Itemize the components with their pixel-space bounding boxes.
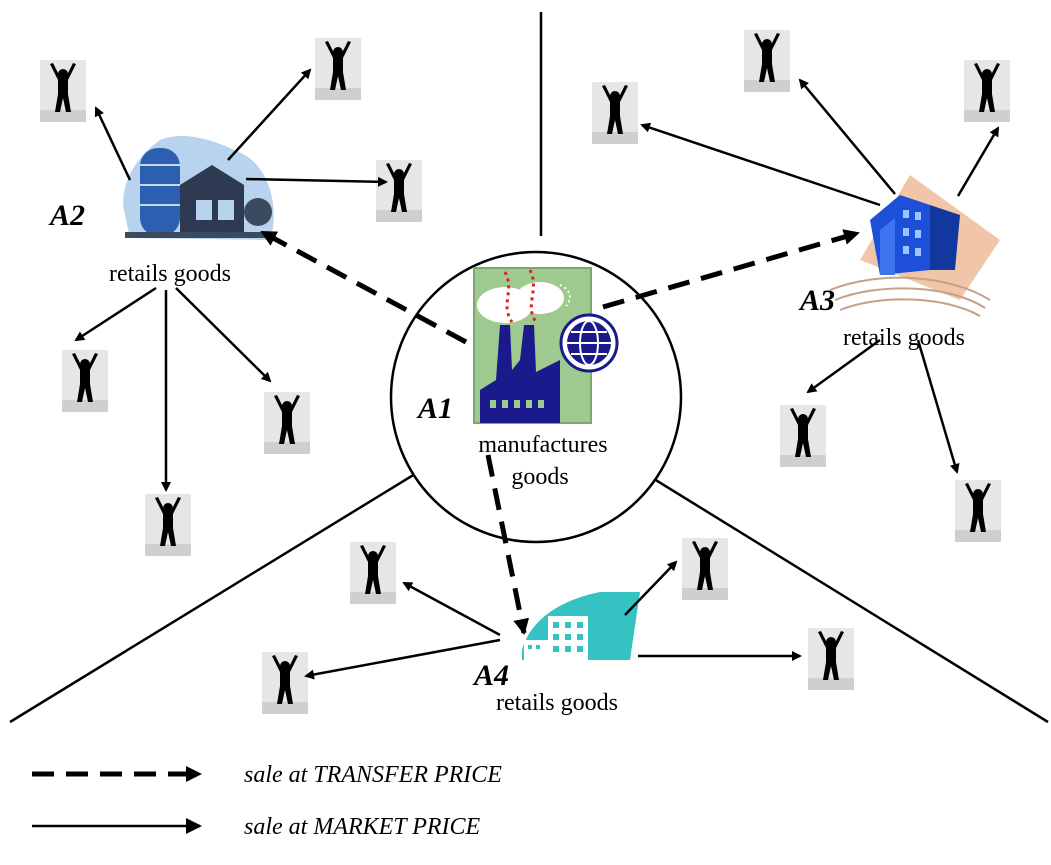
market-arrow-a2 — [175, 287, 272, 383]
farm-barn-icon — [123, 135, 274, 240]
a1-caption-line2: goods — [511, 464, 568, 490]
customer-person-icon — [376, 160, 422, 222]
customer-person-icon — [592, 82, 638, 144]
transfer-arrow-a1-a2 — [260, 229, 468, 345]
a4-caption: retails goods — [496, 690, 618, 716]
customer-person-icon — [40, 60, 86, 122]
market-arrow-a2 — [245, 176, 388, 187]
market-arrow-a2 — [94, 106, 132, 181]
customer-person-icon — [964, 60, 1010, 122]
office-building-icon — [829, 175, 1000, 317]
customer-person-icon — [262, 652, 308, 714]
customer-person-icon — [264, 392, 310, 454]
customer-person-icon — [350, 542, 396, 604]
a1-caption-line1: manufactures — [478, 432, 607, 458]
transfer-arrow-a1-a3 — [602, 229, 860, 310]
market-arrow-a2 — [74, 286, 157, 342]
market-arrow-a3 — [640, 122, 881, 207]
customer-person-icon — [780, 405, 826, 467]
a2-caption: retails goods — [109, 261, 231, 287]
market-arrow-a3 — [956, 126, 1000, 197]
agent-label-a2: A2 — [48, 199, 85, 232]
market-arrow-a3 — [798, 78, 896, 195]
market-arrow-a3 — [806, 338, 881, 394]
market-arrow-a4 — [624, 560, 678, 616]
customer-person-icon — [315, 38, 361, 100]
agent-label-a4: A4 — [472, 659, 509, 692]
factory-globe-icon — [473, 267, 619, 424]
market-arrow-a4 — [402, 581, 501, 637]
agent-label-a3: A3 — [798, 284, 835, 317]
customer-person-icon — [145, 494, 191, 556]
legend: sale at TRANSFER PRICE sale at MARKET PR… — [32, 762, 502, 840]
customer-person-icon — [62, 350, 108, 412]
market-arrow-a3 — [916, 339, 960, 474]
market-arrow-a4 — [304, 638, 501, 680]
divider-lower-left — [9, 464, 429, 724]
legend-transfer-label: sale at TRANSFER PRICE — [244, 762, 502, 788]
a3-caption: retails goods — [843, 325, 965, 351]
customer-person-icon — [682, 538, 728, 600]
transfer-arrow-a1-a4 — [485, 454, 530, 635]
customer-person-icon — [744, 30, 790, 92]
agent-label-a1: A1 — [416, 392, 453, 425]
customer-person-icon — [808, 628, 854, 690]
divider-lower-right — [632, 464, 1049, 724]
market-arrow-a2 — [227, 68, 312, 161]
customer-person-icon — [955, 480, 1001, 542]
legend-market-label: sale at MARKET PRICE — [244, 814, 481, 840]
hotel-building-icon — [522, 592, 640, 660]
